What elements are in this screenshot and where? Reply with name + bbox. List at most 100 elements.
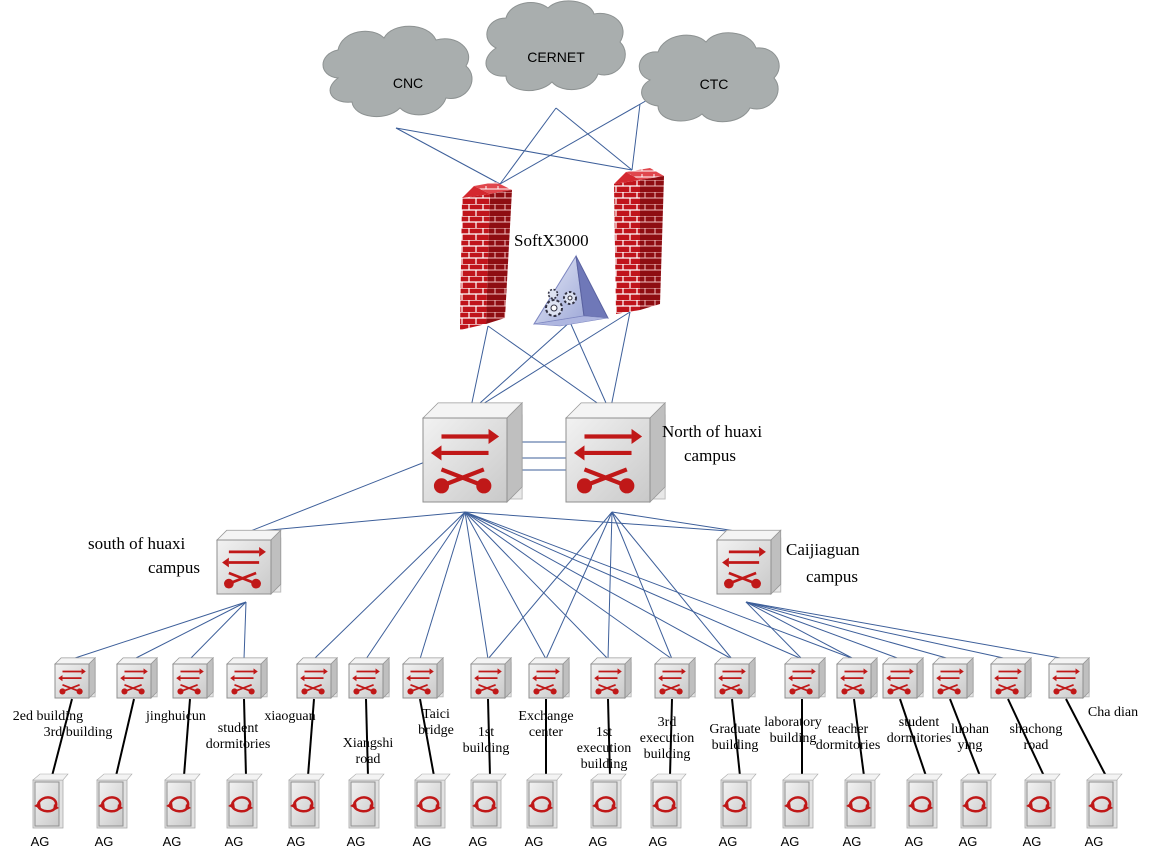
gateway-label-4: AG [287, 834, 306, 849]
access-switch-icon-8 [528, 656, 571, 699]
link-cernet-fw-right [555, 107, 633, 171]
link-caijiaguan-access-12 [745, 601, 803, 660]
link-cnc-fw-right [395, 127, 633, 171]
gateway-drop-15 [949, 698, 981, 777]
gateway-drop-14 [899, 698, 927, 777]
access-switch-icon-5 [348, 656, 391, 699]
firewall-left-icon [460, 182, 512, 330]
cloud-label-ctc: CTC [700, 76, 729, 92]
gateway-label-0: AG [31, 834, 50, 849]
gateway-label-17: AG [1085, 834, 1104, 849]
gateway-icon-14 [906, 773, 943, 829]
core-switch-north-icon [565, 401, 667, 503]
link-south-access-2 [189, 601, 247, 660]
access-switch-icon-11 [714, 656, 757, 699]
link-core-left-far-13 [464, 511, 855, 660]
access-switch-icon-4 [296, 656, 339, 699]
access-switch-icon-7 [470, 656, 513, 699]
link-core-left-access-10 [464, 511, 673, 660]
gateway-label-8: AG [525, 834, 544, 849]
gateway-icon-8 [526, 773, 563, 829]
gateway-label-7: AG [469, 834, 488, 849]
link-core-left-access-6 [419, 511, 466, 660]
link-caijiaguan-access-16 [745, 601, 1009, 660]
link-core-left-access-9 [464, 511, 609, 660]
south-campus-label: south of huaxi campus [88, 534, 200, 577]
access-switch-icon-2 [172, 656, 215, 699]
gateway-label-5: AG [347, 834, 366, 849]
gateway-drop-9 [607, 698, 611, 777]
gateway-icon-9 [590, 773, 627, 829]
gateway-icon-3 [226, 773, 263, 829]
link-core-left-access-11 [464, 511, 733, 660]
gateway-drop-17 [1065, 698, 1107, 777]
access-switch-icon-9 [590, 656, 633, 699]
gateway-label-15: AG [959, 834, 978, 849]
link-core-left-far-12 [464, 511, 803, 660]
link-fwl-core-left [469, 325, 489, 413]
gateway-label-11: AG [719, 834, 738, 849]
link-ctc-fw-right [631, 103, 641, 171]
gateway-drop-2 [183, 698, 191, 777]
access-label-1: 3rd building [44, 725, 113, 740]
link-fwr-core-right [609, 311, 631, 413]
access-switch-icon-1 [116, 656, 159, 699]
link-south-access-3 [243, 601, 247, 660]
link-core-right-access-7 [487, 511, 613, 660]
gateway-icon-15 [960, 773, 997, 829]
gateway-label-3: AG [225, 834, 244, 849]
gateway-drop-6 [419, 698, 435, 777]
link-core-left-access-5 [365, 511, 466, 660]
link-south-access-1 [133, 601, 247, 660]
link-ss-core-right [569, 321, 611, 413]
gateway-drop-4 [307, 698, 315, 777]
access-switch-icon-3 [226, 656, 269, 699]
cloud-cnc: CNC [322, 25, 473, 118]
access-switch-icon-13 [836, 656, 879, 699]
gateway-icon-12 [782, 773, 819, 829]
link-core-left-access-7 [464, 511, 489, 660]
link-caijiaguan-access-17 [745, 601, 1067, 660]
access-label-17: Cha dian [1088, 705, 1138, 720]
softswitch-gear-icon [533, 254, 609, 327]
link-core-left-access-8 [464, 511, 547, 660]
firewall-right-icon [614, 168, 664, 314]
link-ss-core-left [469, 321, 571, 413]
gateway-drop-0 [51, 698, 73, 777]
link-core-caijiaguan [611, 511, 743, 533]
gateway-icon-4 [288, 773, 325, 829]
access-switch-icon-14 [882, 656, 925, 699]
gateway-drop-3 [243, 698, 247, 777]
gateway-label-10: AG [649, 834, 668, 849]
north-campus-label: North of huaxi campus [662, 422, 766, 465]
link-ctc-fw-left [499, 85, 673, 185]
caijiaguan-campus-label: Caijiaguan campus [786, 540, 864, 586]
gateway-label-2: AG [163, 834, 182, 849]
link-fwr-core-left [469, 311, 631, 413]
gateway-label-14: AG [905, 834, 924, 849]
gateway-label-16: AG [1023, 834, 1042, 849]
gateway-icon-1 [96, 773, 133, 829]
gateway-icon-6 [414, 773, 451, 829]
gateway-drops-layer [51, 698, 1107, 777]
gateway-drop-16 [1007, 698, 1045, 777]
cloud-cernet: CERNET [485, 0, 626, 92]
links-layer [71, 85, 1067, 660]
link-core-right-access-10 [611, 511, 673, 660]
link-caijiaguan-access-15 [745, 601, 951, 660]
gateway-icon-7 [470, 773, 507, 829]
gateway-icon-2 [164, 773, 201, 829]
access-label-2: jinghuicun [145, 709, 206, 724]
gateway-icon-0 [32, 773, 69, 829]
cloud-label-cnc: CNC [393, 75, 423, 91]
